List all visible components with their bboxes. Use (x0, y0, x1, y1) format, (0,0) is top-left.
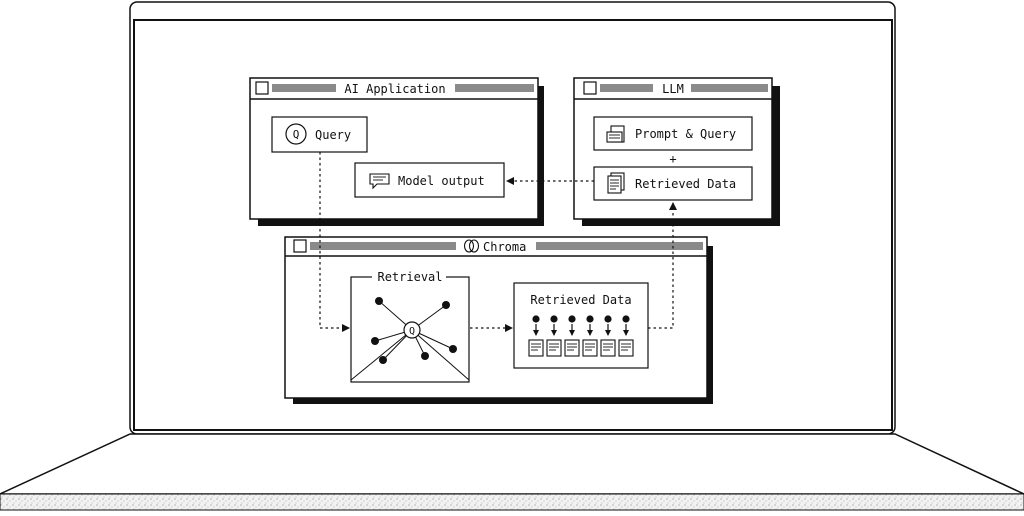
retrieved-data-llm-label: Retrieved Data (635, 177, 736, 191)
retrieval-panel: Retrieval Q (350, 270, 470, 383)
retrieval-label-bg (372, 270, 446, 284)
retrieved-item-document-icon (600, 339, 616, 357)
window-close-box[interactable] (255, 81, 269, 95)
retrieved-item (600, 315, 616, 357)
retrieved-item (546, 315, 562, 357)
arrow-query-to-retrieval (319, 152, 350, 332)
retrieved-data-llm-box[interactable]: Retrieved Data (593, 166, 753, 201)
retrieved-data-panel: Retrieved Data (513, 282, 649, 369)
titlebar-stripe-left (600, 84, 653, 92)
retrieved-item-dot (586, 315, 594, 323)
flow-arrows (319, 152, 677, 332)
svg-text:Q: Q (409, 326, 415, 337)
window-close-box[interactable] (583, 81, 597, 95)
titlebar-stripe-right (536, 242, 703, 250)
vector-nodes (371, 297, 457, 364)
window-title: LLM (662, 82, 684, 96)
vector-node (371, 337, 379, 345)
retrieved-item-dot (550, 315, 558, 323)
retrieved-data-panel-label: Retrieved Data (530, 293, 631, 307)
model-output-box[interactable]: Model output (354, 162, 505, 198)
retrieved-item (582, 315, 598, 357)
vector-node (442, 301, 450, 309)
laptop-base (0, 433, 1024, 495)
plus-sign: + (669, 152, 676, 166)
retrieved-item-document-icon (528, 339, 544, 357)
query-label: Query (315, 128, 351, 142)
chroma-logo-icon (463, 239, 480, 253)
retrieved-item-dot (532, 315, 540, 323)
titlebar-stripe-left (310, 242, 456, 250)
titlebar-stripe-right (455, 84, 534, 92)
llm-window: LLM Prompt & Query + Retrieved Data (573, 77, 780, 226)
vector-node (379, 356, 387, 364)
chroma-window: Chroma Retrieval (284, 236, 713, 404)
retrieved-item-document-icon (618, 339, 634, 357)
window-title: AI Application (344, 82, 445, 96)
chat-bubble-icon (369, 173, 390, 190)
laptop-base-edge (0, 493, 1024, 511)
retrieved-item (528, 315, 544, 357)
retrieved-item-document-icon (564, 339, 580, 357)
query-q-icon: Q (285, 123, 307, 145)
titlebar-stripe-left (272, 84, 336, 92)
vector-node (449, 345, 457, 353)
retrieved-item (618, 315, 634, 357)
retrieved-item-document-icon (582, 339, 598, 357)
retrieved-items (528, 315, 634, 357)
ai-application-window: AI Application Q Query Model output (249, 77, 544, 226)
prompt-query-box[interactable]: Prompt & Query (593, 116, 753, 151)
retrieved-item-dot (604, 315, 612, 323)
svg-text:Q: Q (293, 128, 300, 141)
retrieved-item-document-icon (546, 339, 562, 357)
window-close-box[interactable] (293, 239, 307, 253)
retrieved-item-dot (568, 315, 576, 323)
vector-node (375, 297, 383, 305)
documents-stack-icon (607, 172, 625, 194)
document-icon (606, 125, 625, 143)
titlebar-stripe-right (691, 84, 768, 92)
window-title: Chroma (483, 240, 526, 254)
query-box[interactable]: Q Query (271, 116, 368, 153)
retrieved-item (564, 315, 580, 357)
retrieved-item-dot (622, 315, 630, 323)
query-center-node: Q (403, 321, 421, 339)
retrieval-label: Retrieval (377, 270, 442, 284)
model-output-label: Model output (398, 174, 485, 188)
prompt-query-label: Prompt & Query (635, 127, 736, 141)
vector-node (421, 352, 429, 360)
